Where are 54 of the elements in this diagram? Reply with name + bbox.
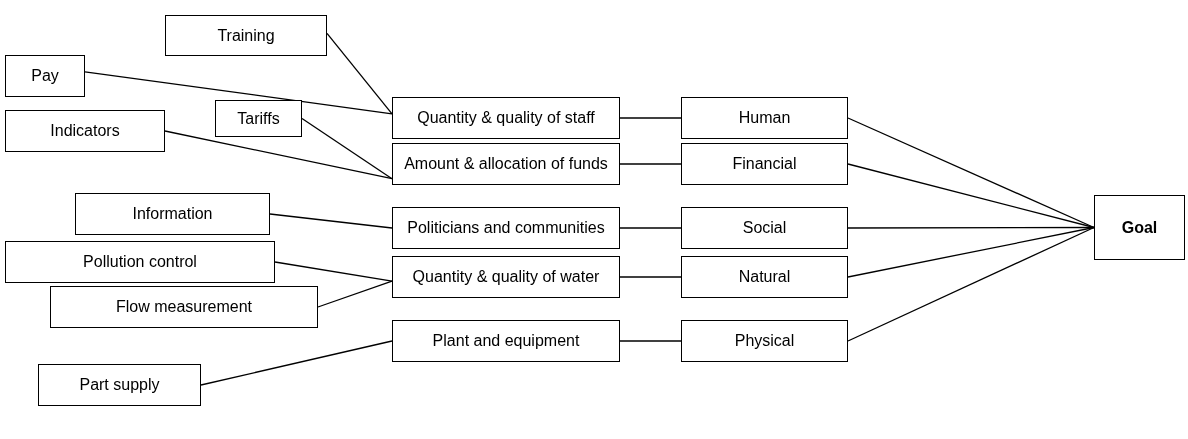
box-label: Amount & allocation of funds — [404, 155, 608, 173]
factor-box — [681, 143, 848, 185]
connector-line — [301, 117, 393, 180]
factor-box — [681, 207, 848, 249]
box-label: Natural — [738, 268, 791, 286]
box-label: Tariffs — [237, 109, 280, 128]
factor-box — [75, 193, 270, 235]
box-label: Politicians and communities — [407, 219, 605, 237]
box-label: Quantity & quality of water — [412, 268, 600, 286]
factor-box — [392, 320, 620, 362]
connector-line — [84, 71, 393, 115]
box-label: Plant and equipment — [432, 332, 580, 350]
factor-box — [38, 364, 201, 406]
factor-box — [681, 97, 848, 139]
factor-box — [392, 256, 620, 298]
connector-line — [269, 213, 393, 229]
factor-box — [5, 110, 165, 152]
box-label: Training — [217, 26, 275, 45]
box-label: Part supply — [79, 376, 160, 394]
factor-box — [681, 320, 848, 362]
box-label: Quantity & quality of staff — [417, 109, 595, 127]
factor-box — [392, 207, 620, 249]
connector-line — [326, 32, 393, 115]
connector-line — [164, 130, 393, 180]
connector-line — [847, 226, 1095, 342]
factor-box — [5, 241, 275, 283]
box-label: Social — [742, 219, 787, 237]
connector-line — [619, 276, 682, 278]
connector-line — [619, 163, 682, 165]
box-label: Goal — [1121, 218, 1158, 237]
goal-box — [1094, 195, 1185, 260]
box-label: Physical — [734, 332, 795, 350]
box-label: Pollution control — [83, 253, 197, 271]
connector-line — [200, 340, 393, 386]
connector-line — [619, 227, 682, 229]
factor-box — [215, 100, 302, 137]
connector-line — [847, 163, 1095, 229]
factor-box — [50, 286, 318, 328]
connector-line — [619, 340, 682, 342]
connector-line — [274, 261, 393, 282]
box-label: Information — [132, 205, 213, 223]
connector-line — [619, 117, 682, 119]
factor-box — [392, 143, 620, 185]
box-label: Pay — [31, 67, 59, 85]
connector-line — [847, 226, 1095, 278]
box-label: Flow measurement — [115, 298, 252, 316]
box-label: Human — [738, 109, 791, 127]
factor-box — [165, 15, 327, 56]
box-label: Financial — [732, 155, 797, 173]
factor-box — [681, 256, 848, 298]
factor-box — [5, 55, 85, 97]
connector-line — [317, 280, 393, 308]
box-label: Indicators — [50, 122, 120, 140]
factor-box — [392, 97, 620, 139]
